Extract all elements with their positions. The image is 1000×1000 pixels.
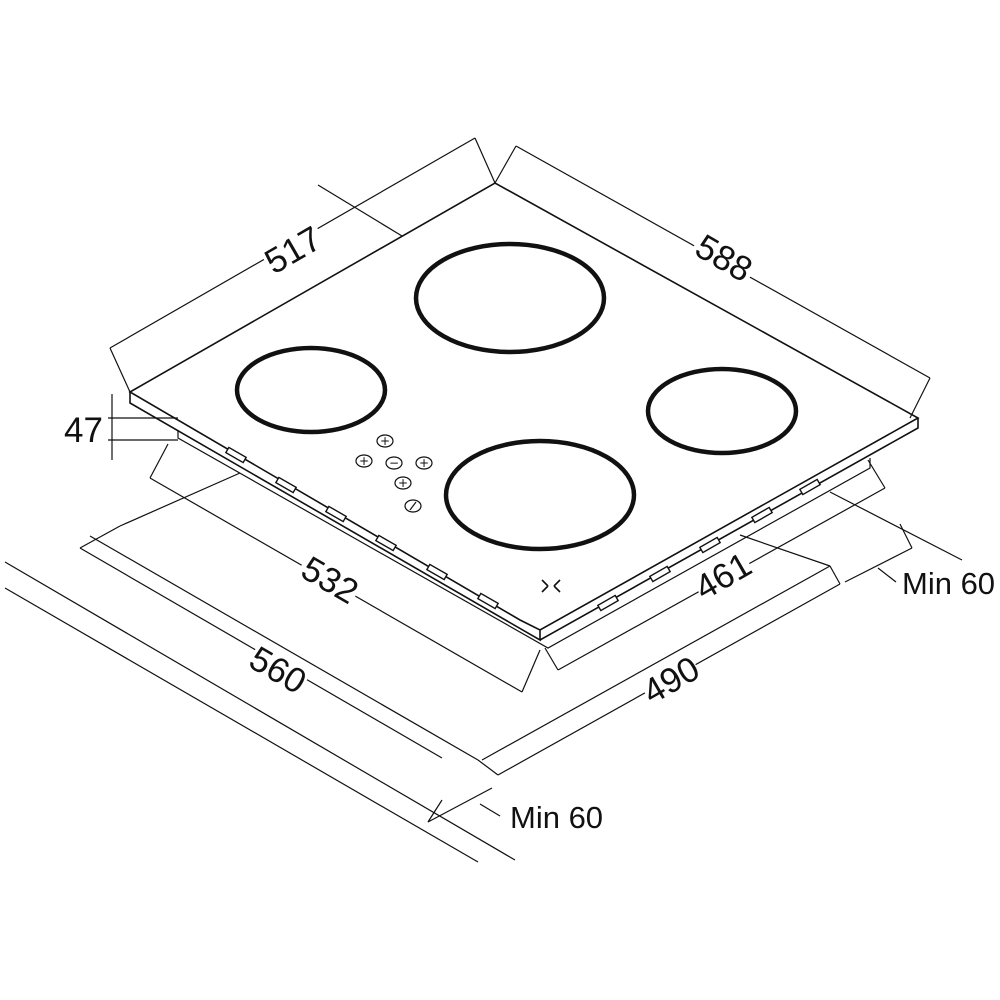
vent-slot bbox=[798, 478, 822, 496]
worktop-edges bbox=[4, 547, 516, 863]
vent-slot bbox=[698, 536, 722, 554]
side-vent-slots bbox=[596, 478, 822, 612]
power-key[interactable] bbox=[404, 499, 422, 513]
dim-min-side: Min 60 bbox=[829, 491, 995, 601]
worktop-edge-front bbox=[4, 561, 516, 861]
dim-worktop-width: 560 bbox=[79, 472, 499, 776]
dim-min-front: Min 60 bbox=[427, 787, 603, 835]
hob-front-edge bbox=[129, 392, 541, 642]
dim-label-461: 461 bbox=[688, 545, 758, 608]
svg-text:+: + bbox=[398, 476, 408, 490]
worktop-edge-back bbox=[4, 587, 479, 863]
minus-key[interactable]: − bbox=[385, 456, 403, 470]
dim-label-588: 588 bbox=[689, 227, 759, 290]
worktop-corner-tick bbox=[427, 799, 443, 823]
plus-key[interactable]: + bbox=[415, 456, 433, 470]
vent-slot bbox=[476, 592, 500, 610]
svg-text:+: + bbox=[380, 434, 390, 448]
cooking-zone-icon bbox=[234, 345, 388, 435]
dim-label-490: 490 bbox=[636, 649, 706, 712]
vent-slot bbox=[374, 534, 398, 552]
plus-key[interactable]: + bbox=[355, 454, 373, 468]
vent-slot bbox=[596, 594, 620, 612]
vent-slot bbox=[750, 506, 774, 524]
svg-text:+: + bbox=[359, 454, 369, 468]
vent-slot bbox=[425, 563, 449, 581]
vent-slot bbox=[324, 505, 348, 523]
min-front-label: Min 60 bbox=[510, 800, 603, 835]
svg-text:−: − bbox=[389, 456, 399, 470]
cooking-zones bbox=[234, 241, 799, 552]
hob-body bbox=[177, 430, 871, 649]
svg-text:+: + bbox=[419, 456, 429, 470]
vent-slot bbox=[274, 476, 298, 494]
cross-logo-icon bbox=[541, 579, 561, 593]
hob-glass-top bbox=[128, 182, 920, 631]
plus-key[interactable]: + bbox=[376, 434, 394, 448]
dim-label-47: 47 bbox=[64, 411, 103, 450]
front-vent-slots bbox=[224, 446, 500, 610]
min-side-label: Min 60 bbox=[902, 566, 995, 601]
dim-label-532: 532 bbox=[295, 549, 365, 612]
cooking-zone-icon bbox=[443, 438, 637, 552]
dim-thickness: 47 bbox=[64, 394, 178, 460]
vent-slot bbox=[648, 565, 672, 583]
touch-controls: + + − + + bbox=[355, 434, 433, 513]
cooking-zone-icon bbox=[413, 241, 607, 355]
power-icon bbox=[409, 501, 417, 511]
cooking-zone-icon bbox=[645, 366, 799, 456]
hob: + + − + + bbox=[128, 182, 920, 649]
plus-key[interactable]: + bbox=[394, 476, 412, 490]
vent-slot bbox=[224, 446, 248, 464]
